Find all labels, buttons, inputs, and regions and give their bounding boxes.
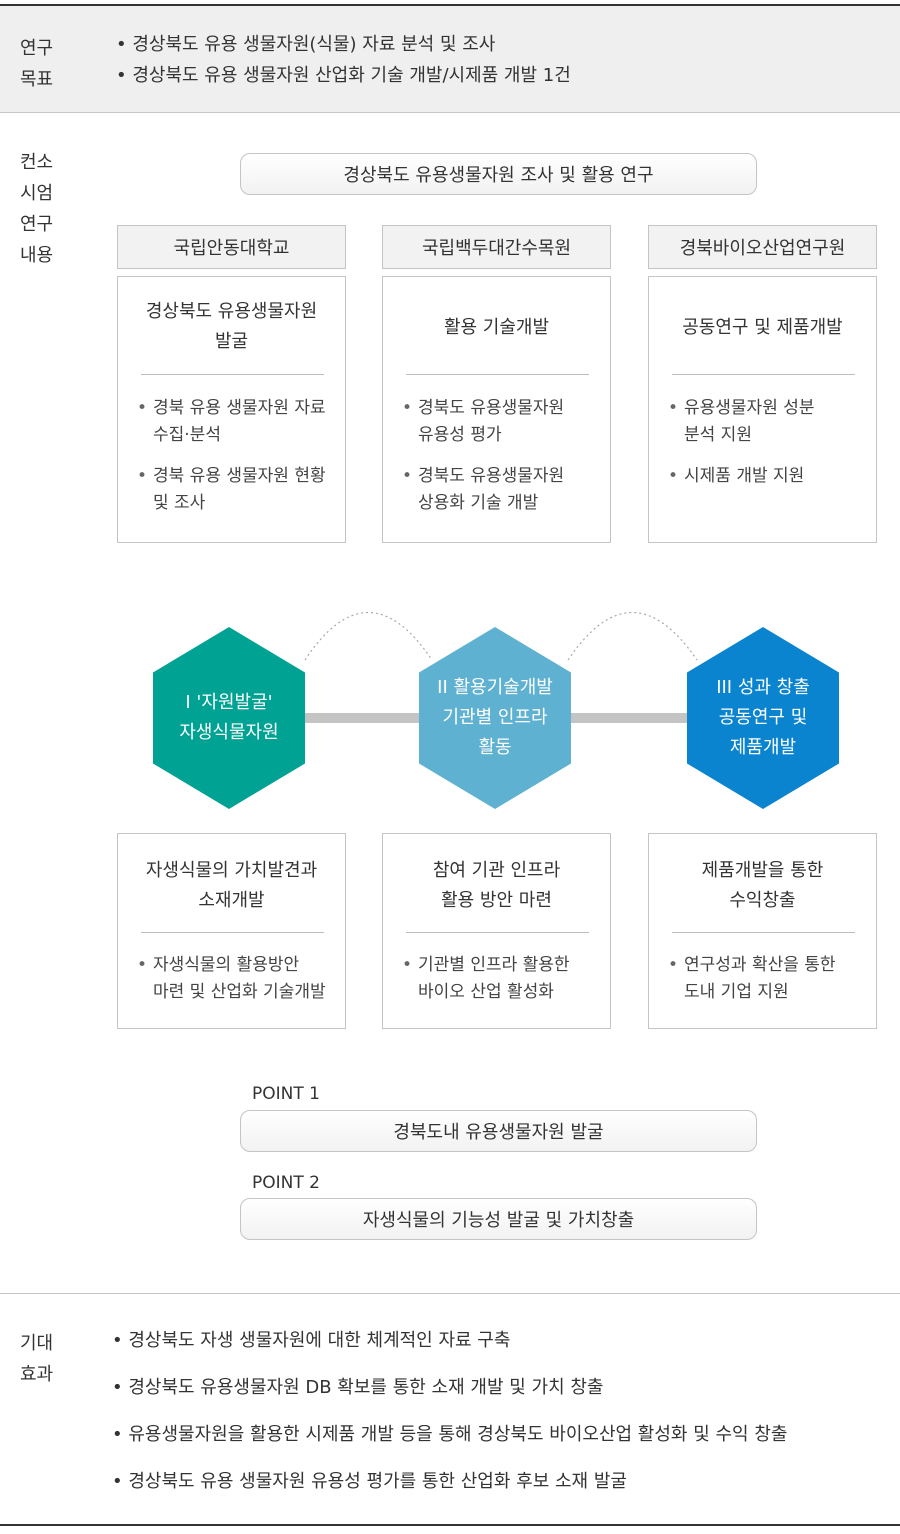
list-item: • 유용생물자원을 활용한 시제품 개발 등을 통해 경상북도 바이오산업 활성…: [112, 1424, 788, 1445]
point-2-box: 자생식물의 기능성 발굴 및 가치창출: [240, 1198, 757, 1240]
outcome-card-title: 자생식물의 가치발견과 소재개발: [145, 860, 318, 911]
research-goal-item: • 경상북도 유용 생물자원(식물) 자료 분석 및 조사: [116, 34, 496, 55]
list-item: • 경상북도 유용생물자원 DB 확보를 통한 소재 개발 및 가치 창출: [112, 1377, 604, 1398]
consortium-label: 컨소 시엄 연구 내용: [20, 152, 54, 266]
research-goal-section: 연구 목표 • 경상북도 유용 생물자원(식물) 자료 분석 및 조사 • 경상…: [0, 6, 900, 113]
list-item: • 경상북도 자생 생물자원에 대한 체계적인 자료 구축: [112, 1330, 511, 1351]
consortium-main-title: 경상북도 유용생물자원 조사 및 활용 연구: [240, 153, 757, 195]
arc-stage1-stage2: [304, 611, 433, 661]
research-goal-item: • 경상북도 유용 생물자원 산업화 기술 개발/시제품 개발 1건: [116, 65, 571, 86]
card-divider: [406, 374, 589, 375]
list-item: 경북 유용 생물자원 현황및 조사: [137, 463, 326, 517]
point-1-label: POINT 1: [252, 1084, 320, 1104]
list-item: 시제품 개발 지원: [668, 463, 815, 490]
bottom-rule: [0, 1524, 900, 1526]
point-2-label: POINT 2: [252, 1173, 320, 1193]
research-goal-label: 연구 목표: [20, 38, 54, 90]
stage-hex-2: II 활용기술개발 기관별 인프라 활동: [419, 627, 571, 809]
card-divider: [672, 932, 855, 933]
list-item: • 경상북도 유용 생물자원 유용성 평가를 통한 산업화 후보 소재 발굴: [112, 1471, 627, 1492]
outcome-card-title: 참여 기관 인프라 활용 방안 마련: [432, 860, 561, 911]
stage-hex-3: III 성과 창출 공동연구 및 제품개발: [687, 627, 839, 809]
card-divider: [141, 932, 324, 933]
org-card-title: 공동연구 및 제품개발: [682, 317, 843, 338]
org-card-title: 경상북도 유용생물자원 발굴: [145, 301, 318, 352]
card-divider: [406, 932, 589, 933]
expected-effect-label: 기대 효과: [20, 1333, 54, 1385]
org-header-gbbio: 경북바이오산업연구원: [648, 225, 877, 269]
point-1-box: 경북도내 유용생물자원 발굴: [240, 1110, 757, 1152]
expected-effect-list: • 경상북도 자생 생물자원에 대한 체계적인 자료 구축 • 경상북도 유용생…: [112, 1326, 787, 1514]
arc-stage2-stage3: [567, 612, 698, 661]
top-rule: [0, 4, 900, 6]
research-goal-list: • 경상북도 유용 생물자원(식물) 자료 분석 및 조사 • 경상북도 유용 …: [116, 29, 571, 91]
section-divider: [0, 1293, 900, 1294]
card-divider: [672, 374, 855, 375]
outcome-card-title: 제품개발을 통한 수익창출: [701, 860, 824, 911]
org-header-andong: 국립안동대학교: [117, 225, 346, 269]
org-card-title: 활용 기술개발: [443, 317, 550, 338]
stage-hex-1: I '자원발굴' 자생식물자원: [153, 627, 305, 809]
org-header-baekdudaegan: 국립백두대간수목원: [382, 225, 611, 269]
card-divider: [141, 374, 324, 375]
